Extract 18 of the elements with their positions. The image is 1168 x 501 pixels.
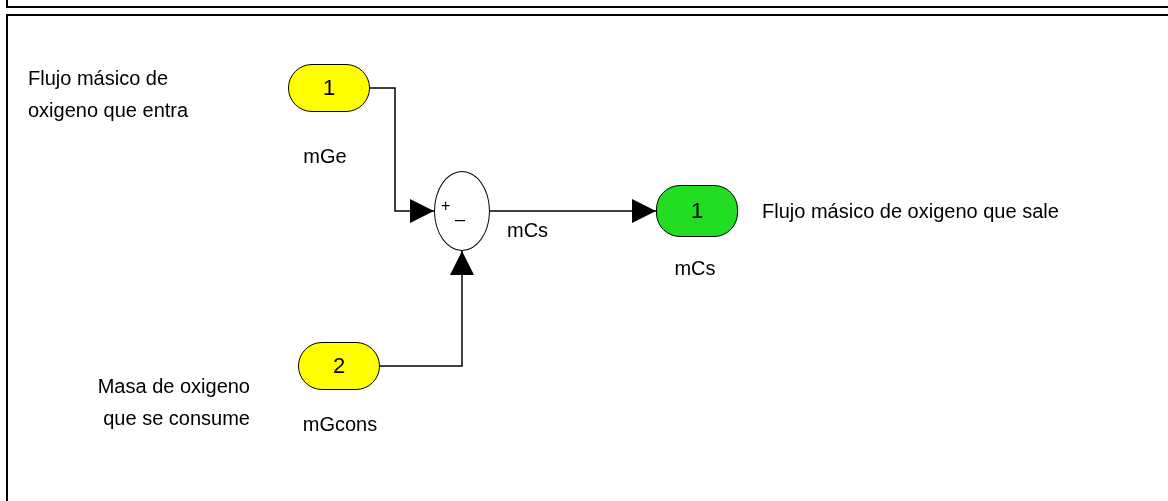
port-number: 2	[332, 355, 346, 377]
port-number: 1	[322, 77, 336, 99]
edge-label: mCs	[505, 220, 551, 240]
description-text: Flujo másico de oxigeno que sale	[762, 199, 1060, 224]
sign-text: –	[455, 210, 465, 228]
port-block	[288, 64, 370, 112]
sign-text: +	[441, 198, 451, 214]
signal-name: mCs	[673, 258, 717, 278]
signal-name: mGcons	[301, 414, 379, 434]
port-number: 1	[690, 200, 704, 222]
port-block	[298, 342, 380, 390]
signal-name: mGe	[302, 146, 348, 166]
arrow	[379, 250, 474, 367]
description-text: Flujo másico de oxigeno que entra	[28, 66, 190, 123]
port-block	[656, 185, 738, 237]
arrow	[369, 87, 435, 223]
description-text: Masa de oxigeno que se consume	[96, 374, 250, 431]
arrow	[489, 199, 657, 223]
